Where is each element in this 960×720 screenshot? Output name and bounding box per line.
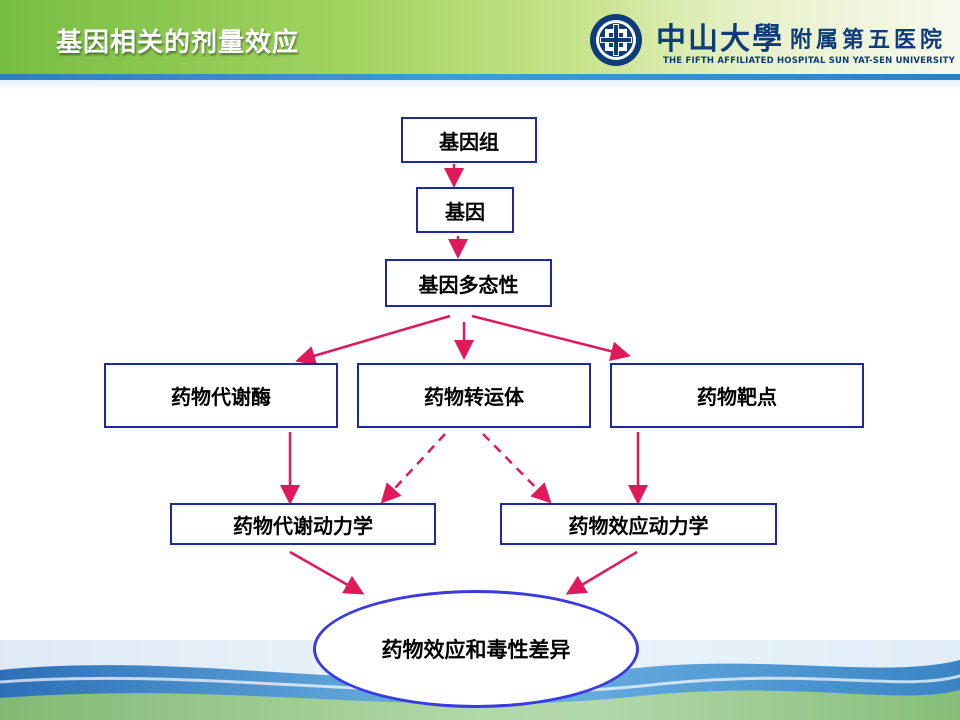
arrow-transporter-to-pd (482, 433, 552, 504)
node-pharmacokinetics: 药物代谢动力学 (170, 503, 436, 545)
header-stripe (0, 74, 960, 80)
node-metabolic-enzyme: 药物代谢酶 (104, 363, 338, 428)
header-fade (0, 80, 960, 90)
logo-english-name: THE FIFTH AFFILIATED HOSPITAL SUN YAT-SE… (663, 56, 955, 66)
arrow-polymorphism-to-target (471, 314, 631, 362)
node-target: 药物靶点 (610, 363, 864, 428)
node-polymorphism: 基因多态性 (385, 259, 552, 307)
logo-hospital-name: 附属第五医院 (790, 28, 947, 53)
arrow-pk-to-outcome (289, 550, 365, 595)
arrow-transporter-to-pk (380, 433, 446, 504)
node-outcome-ellipse: 药物效应和毒性差异 (313, 590, 639, 708)
slide-title: 基因相关的剂量效应 (56, 28, 300, 58)
logo-university-name: 中山大學 (656, 22, 784, 57)
node-genome: 基因组 (401, 117, 537, 163)
header-band (0, 0, 960, 80)
arrow-polymorphism-to-enzyme (295, 314, 451, 366)
node-pharmacodynamics: 药物效应动力学 (500, 503, 777, 545)
university-emblem-icon (590, 14, 642, 66)
node-gene: 基因 (416, 187, 514, 233)
arrow-pd-to-outcome (565, 550, 638, 595)
node-transporter: 药物转运体 (357, 363, 591, 428)
